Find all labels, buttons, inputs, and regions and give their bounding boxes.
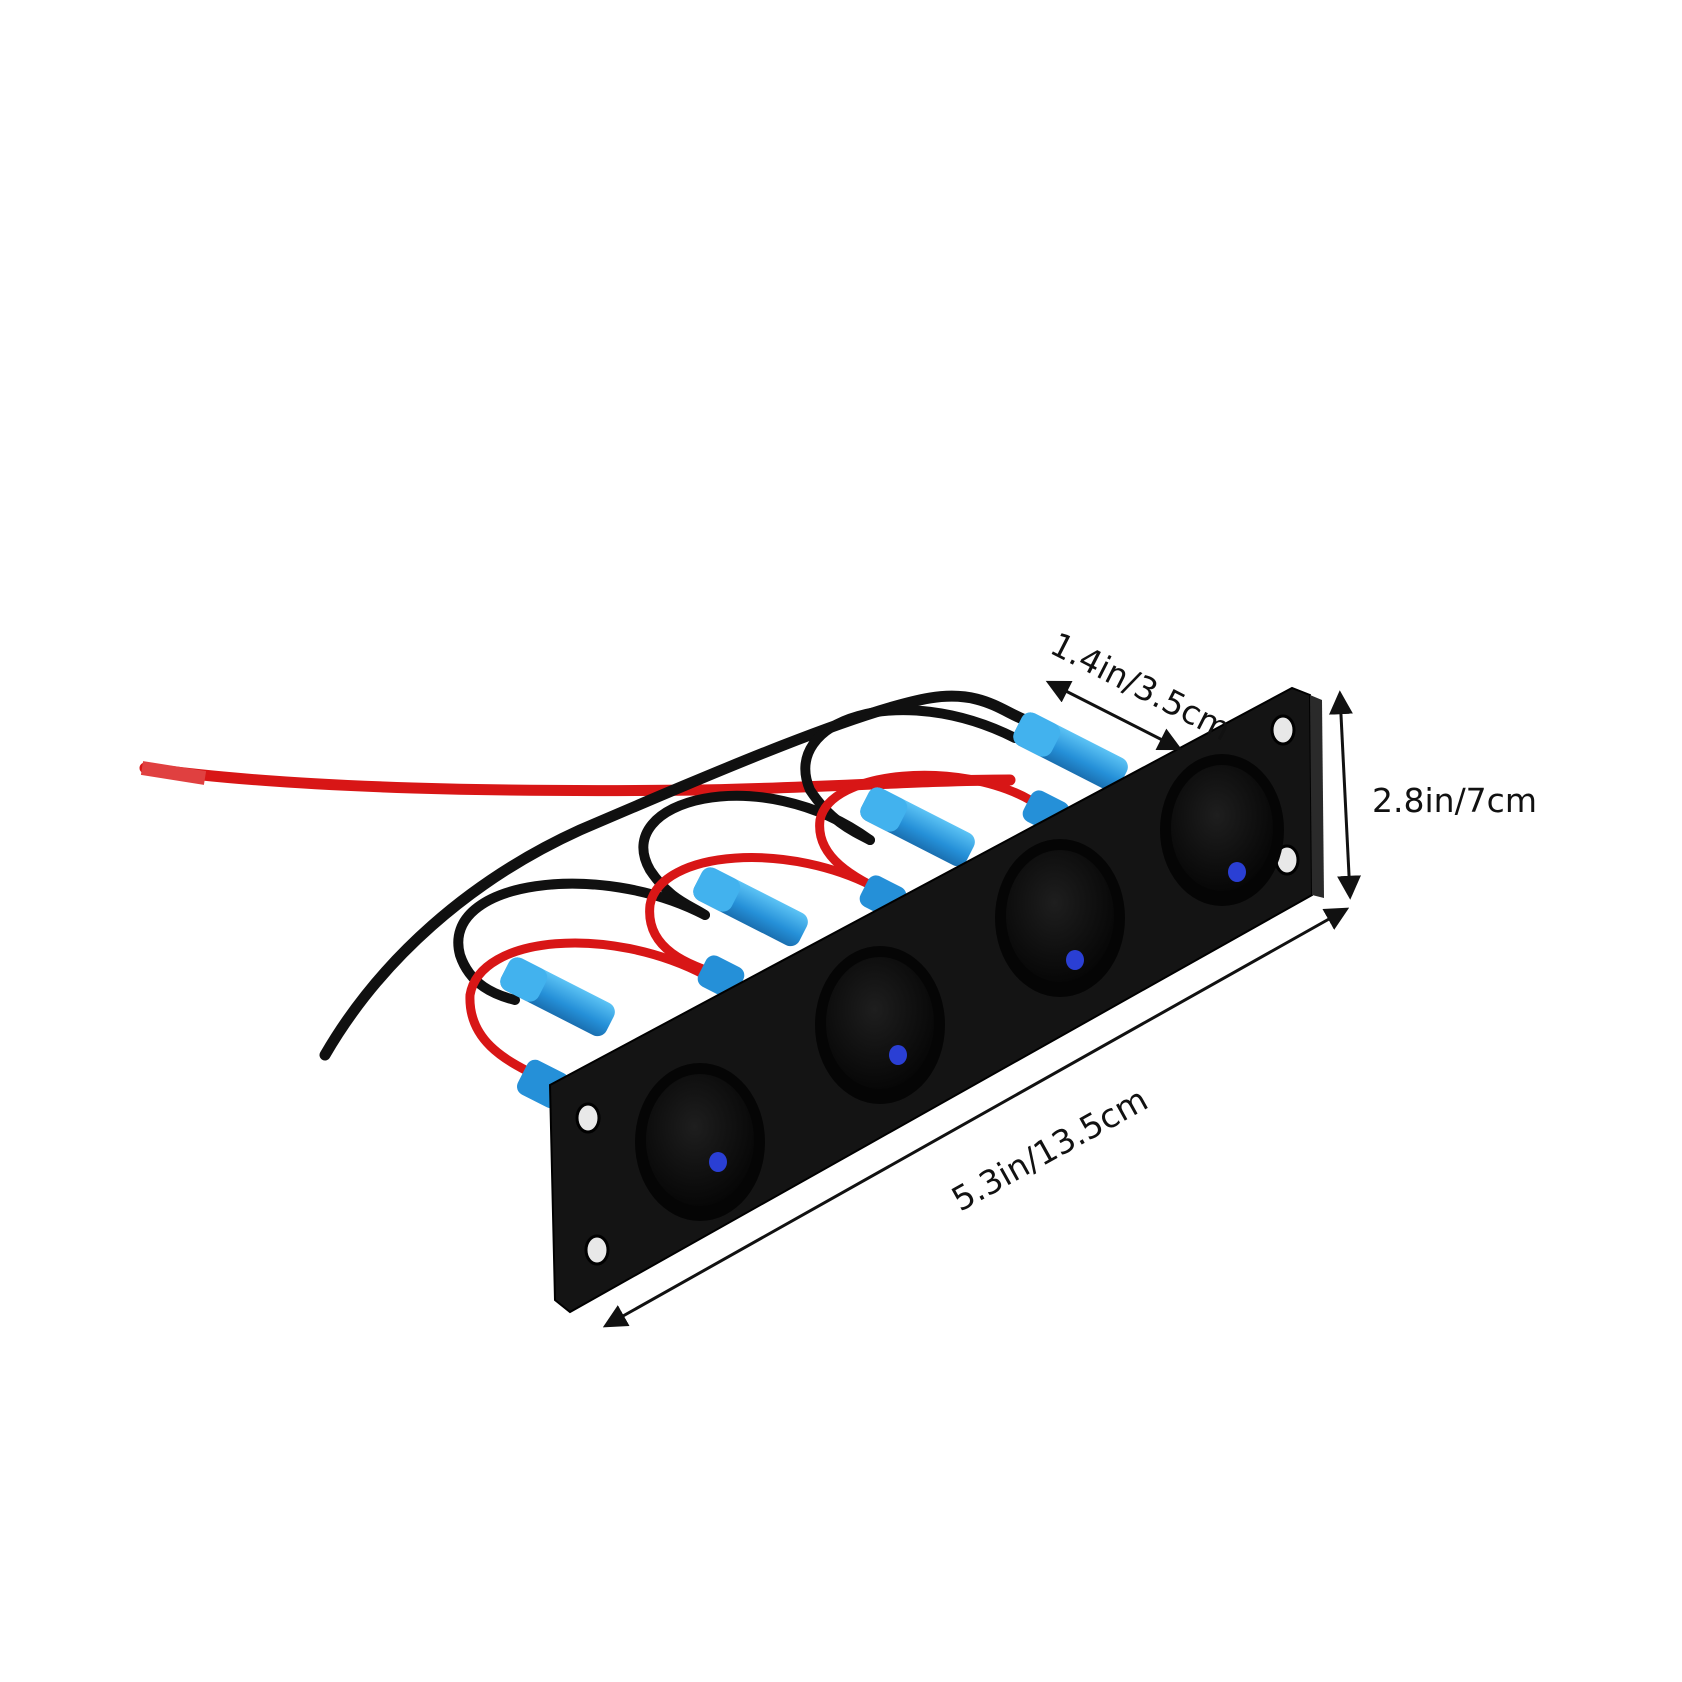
height-label: 2.8in/7cm — [1372, 781, 1537, 820]
height-arrow — [1328, 690, 1362, 900]
indicator-led-1 — [709, 1152, 727, 1172]
indicator-led-4 — [1228, 862, 1246, 882]
indicator-led-2 — [889, 1045, 907, 1065]
black-lead-wire — [319, 690, 1031, 1061]
depth-arrow — [1045, 680, 1183, 751]
rocker-switch-2[interactable] — [815, 946, 945, 1104]
length-arrow — [602, 907, 1350, 1328]
connector-4 — [500, 957, 615, 1037]
indicator-led-3 — [1066, 950, 1084, 970]
panel-edge — [1310, 695, 1324, 898]
connector-1 — [1013, 712, 1128, 792]
mount-hole-top-right — [1270, 714, 1296, 746]
black-jumper-3 — [453, 878, 710, 1005]
mount-hole-upper-left — [575, 1102, 601, 1134]
rocker-switch-4[interactable] — [1160, 754, 1284, 906]
rocker-switch-1[interactable] — [635, 1063, 765, 1221]
rocker-switch-3[interactable] — [995, 839, 1125, 997]
connector-2 — [860, 787, 975, 867]
wiring-harness — [139, 690, 1035, 1080]
red-lead-tip — [140, 761, 207, 785]
mount-hole-lower-left — [584, 1234, 610, 1266]
red-lead-wire — [139, 762, 1016, 797]
length-label: 5.3in/13.5cm — [945, 1079, 1154, 1219]
connector-3 — [693, 867, 808, 947]
